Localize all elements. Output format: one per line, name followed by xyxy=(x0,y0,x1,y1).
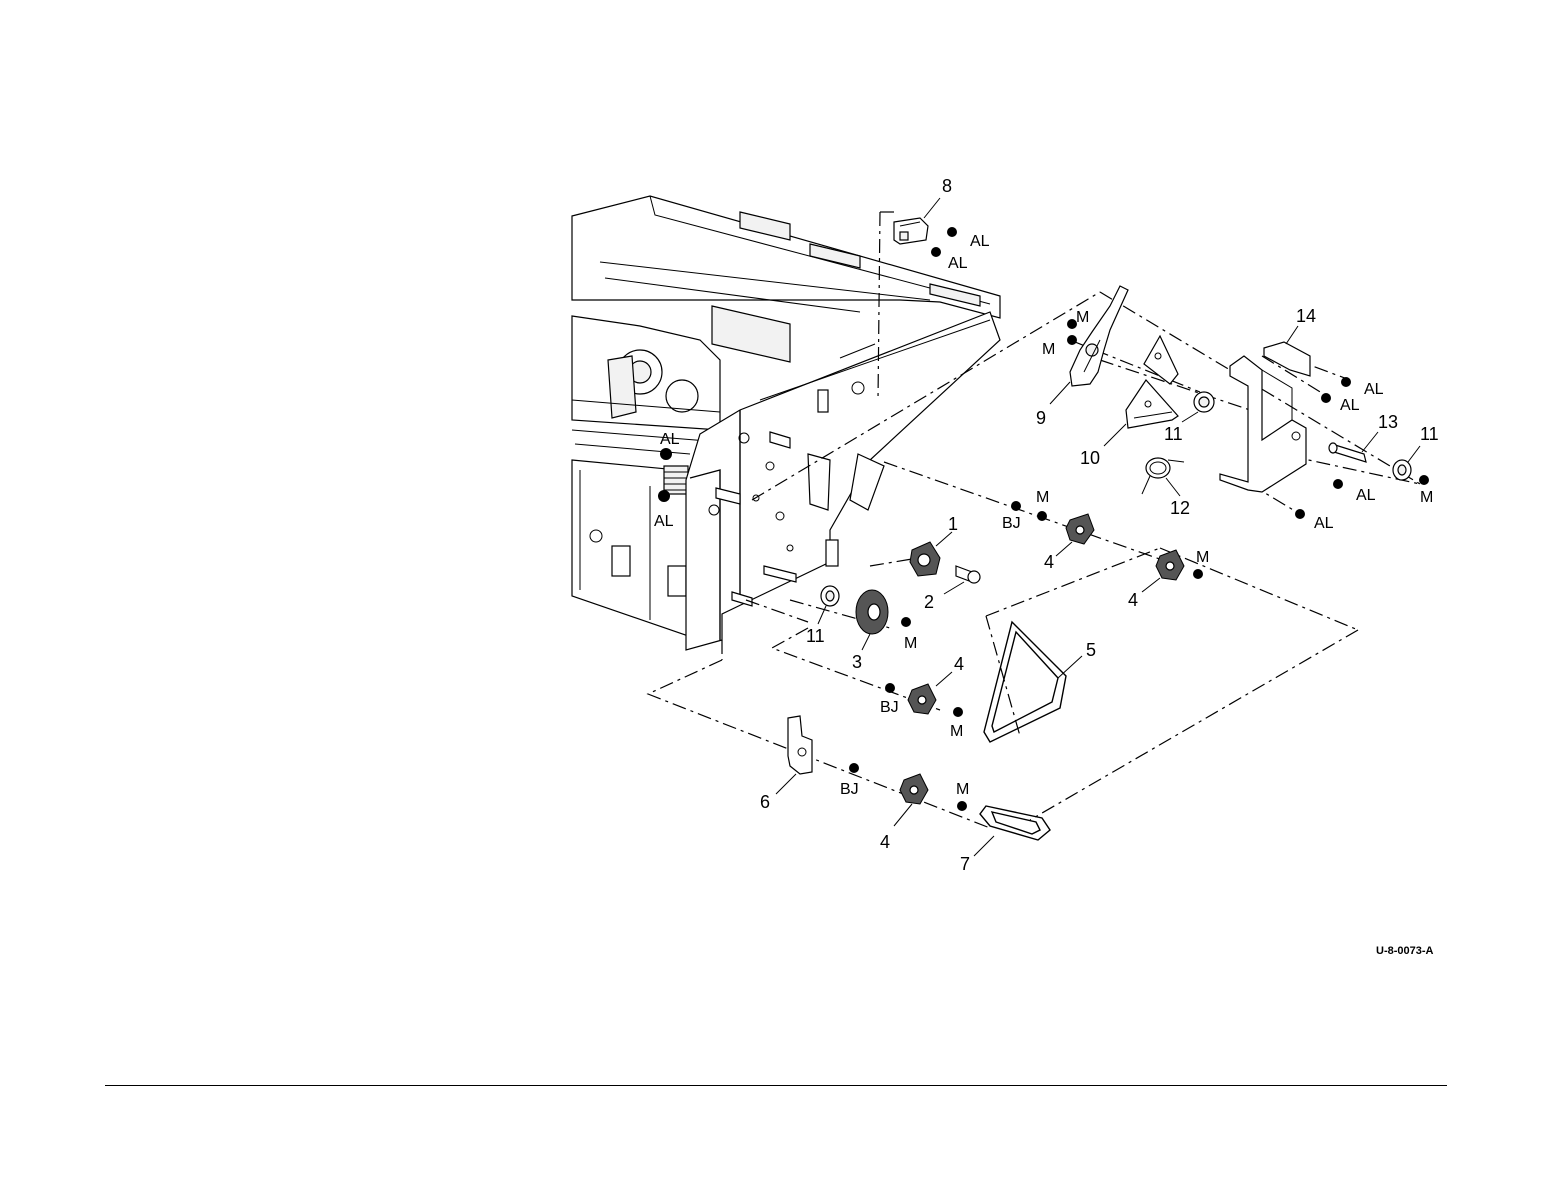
code-al-frame-top: AL xyxy=(660,431,680,448)
label-part-10: 10 xyxy=(1080,448,1100,468)
label-part-3: 3 xyxy=(852,652,862,672)
part-10-cam[interactable] xyxy=(1126,336,1178,428)
part-6-bracket[interactable] xyxy=(788,716,812,774)
part-8-bracket[interactable] xyxy=(894,218,928,244)
code-al-8a: AL xyxy=(970,233,990,250)
part-11-bushing-lower[interactable] xyxy=(821,586,839,606)
part-11-bushing-right[interactable] xyxy=(1393,460,1411,480)
code-al-frame-bottom: AL xyxy=(654,513,674,530)
part-13-shaft[interactable] xyxy=(1329,443,1366,462)
code-m-9a: M xyxy=(1076,309,1089,326)
label-part-4-a: 4 xyxy=(1044,552,1054,572)
code-al-8b: AL xyxy=(948,255,968,272)
label-part-11-lower: 11 xyxy=(806,626,825,646)
part-2-pin[interactable] xyxy=(956,566,980,583)
code-m-4c: M xyxy=(950,723,963,740)
code-m-9b: M xyxy=(1042,341,1055,358)
label-part-4-d: 4 xyxy=(880,832,890,852)
part-1-gear[interactable] xyxy=(910,542,940,576)
code-bj-4a: BJ xyxy=(1002,515,1021,532)
part-3-gear[interactable] xyxy=(856,590,888,634)
label-part-12: 12 xyxy=(1170,498,1190,518)
part-4-pulley-b[interactable] xyxy=(1156,550,1184,580)
code-al-14c: AL xyxy=(1356,487,1376,504)
label-part-8: 8 xyxy=(942,176,952,196)
part-4-pulley-d[interactable] xyxy=(900,774,928,804)
code-m-4d: M xyxy=(956,781,969,798)
code-al-14d: AL xyxy=(1314,515,1334,532)
code-m-3: M xyxy=(904,635,917,652)
part-4-pulley-a[interactable] xyxy=(1066,514,1094,544)
figure-id: U-8-0073-A xyxy=(1376,945,1434,957)
label-part-4-c: 4 xyxy=(954,654,964,674)
code-al-14b: AL xyxy=(1340,397,1360,414)
label-part-5: 5 xyxy=(1086,640,1096,660)
label-part-6: 6 xyxy=(760,792,770,812)
code-bj-4c: BJ xyxy=(880,699,899,716)
code-al-14a: AL xyxy=(1364,381,1384,398)
part-5-belt[interactable] xyxy=(984,622,1066,742)
code-m-4a: M xyxy=(1036,489,1049,506)
label-part-11-right: 11 xyxy=(1420,424,1439,444)
main-frame-assembly xyxy=(572,196,1000,650)
part-14-bracket[interactable] xyxy=(1220,342,1310,492)
code-m-4b: M xyxy=(1196,549,1209,566)
footer-rule xyxy=(105,1085,1447,1086)
code-m-11c: M xyxy=(1420,489,1433,506)
label-part-1: 1 xyxy=(948,514,958,534)
code-bj-6: BJ xyxy=(840,781,859,798)
part-9-lever[interactable] xyxy=(1070,286,1128,386)
label-part-14: 14 xyxy=(1296,306,1316,326)
label-part-11-upper: 11 xyxy=(1164,424,1183,444)
part-11-bushing-upper[interactable] xyxy=(1194,392,1214,412)
part-12-spring[interactable] xyxy=(1142,458,1184,494)
label-part-9: 9 xyxy=(1036,408,1046,428)
label-part-2: 2 xyxy=(924,592,934,612)
label-part-13: 13 xyxy=(1378,412,1398,432)
label-part-4-b: 4 xyxy=(1128,590,1138,610)
part-7-belt[interactable] xyxy=(980,806,1050,840)
part-4-pulley-c[interactable] xyxy=(908,684,936,714)
label-part-7: 7 xyxy=(960,854,970,874)
